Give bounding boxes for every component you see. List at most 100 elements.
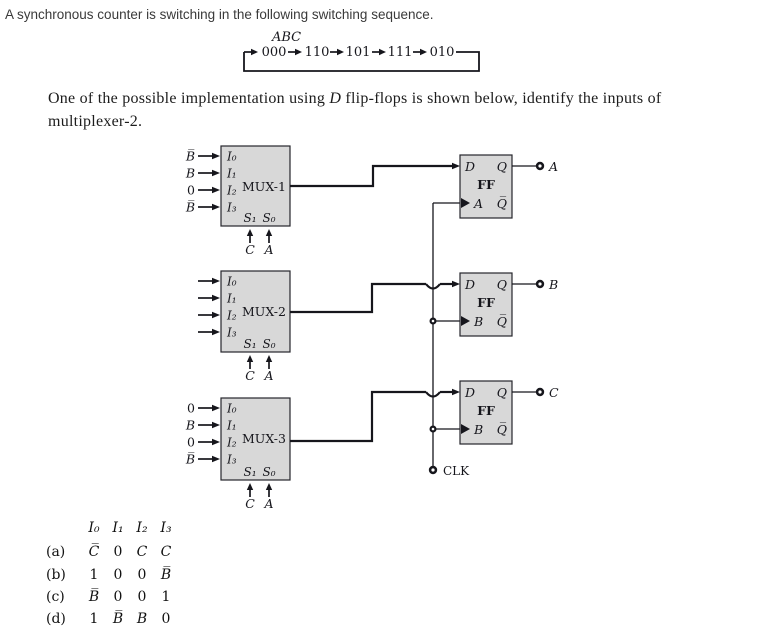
output-terminal-dot-center <box>538 390 542 394</box>
mux-pin-label-i3: I₃ <box>226 326 237 340</box>
input-arrowhead <box>212 277 220 285</box>
input-arrowhead <box>212 328 220 336</box>
mux-2-output-wire <box>290 282 426 314</box>
sequence-state: 111 <box>388 45 413 60</box>
mux-select-label-s0: S₀ <box>262 337 275 351</box>
mux-select-label-s1: S₁ <box>243 211 256 225</box>
sequence-state: 101 <box>346 45 371 60</box>
junction-dot-center <box>431 319 435 323</box>
select-arrowhead <box>246 483 254 490</box>
mux-pin-label-i2: I₂ <box>226 436 237 450</box>
select-arrowhead <box>246 355 254 362</box>
ff-name: FF <box>477 177 495 192</box>
option-value: B̅ <box>160 567 172 583</box>
ff-qbar-label: Q̅ <box>497 314 507 329</box>
mux-1-input-source-1: B <box>185 166 195 181</box>
mux-1-output-wire <box>290 164 452 188</box>
mux-3-box <box>220 397 291 481</box>
mux-pin-label-i0: I₀ <box>226 402 237 416</box>
mux-1: B̅ B 0 B̅ I₀ I₁ I₂ I₃ MUX-1 S₁ S₀ C A <box>185 145 460 257</box>
mux-1-select-source-a: A <box>263 242 273 257</box>
ff-d-label: D <box>464 159 475 174</box>
clk-terminal-dot-center <box>431 468 435 472</box>
select-arrowhead <box>265 355 273 362</box>
option-value: 0 <box>137 589 147 605</box>
mux-pin-label-i0: I₀ <box>226 150 237 164</box>
option-value: 0 <box>113 567 123 583</box>
clock-triangle-icon <box>461 198 470 208</box>
output-c-label: C <box>549 385 559 400</box>
sequence-arrowhead <box>420 48 427 56</box>
mux-1-select-source-c: C <box>245 242 255 257</box>
mux-2-box <box>220 270 291 353</box>
state-sequence-diagram: ABC 000 110 101 111 010 <box>243 30 480 72</box>
input-arrowhead <box>212 169 220 177</box>
option-row-d[interactable]: (d) 1 B̅ B 0 <box>46 611 178 628</box>
input-arrowhead <box>212 404 220 412</box>
clock-triangle-icon <box>461 424 470 434</box>
flipflop-c-box <box>459 380 513 445</box>
output-b-label: B <box>548 277 558 292</box>
input-arrowhead <box>212 152 220 160</box>
d-input-arrowhead <box>452 280 460 288</box>
output-terminal-dot-center <box>538 164 542 168</box>
sequence-arrowhead <box>251 48 258 56</box>
mux-3-select-source-a: A <box>263 496 273 511</box>
mux-pin-label-i2: I₂ <box>226 309 237 323</box>
sequence-arrowhead <box>379 48 386 56</box>
option-value: B̅ <box>112 611 124 627</box>
flipflop-a-box <box>459 154 513 219</box>
mux-2-select-source-a: A <box>263 368 273 383</box>
input-arrowhead <box>212 311 220 319</box>
option-value: C̅ <box>88 544 100 560</box>
option-value: C <box>136 544 148 560</box>
d-input-arrowhead <box>452 388 460 396</box>
mux-pin-label-i1: I₁ <box>226 419 237 433</box>
d-input-arrowhead <box>452 162 460 170</box>
sequence-arrowhead <box>295 48 302 56</box>
question-text: A synchronous counter is switching in th… <box>5 7 434 22</box>
option-value: C <box>160 544 172 560</box>
option-value: 0 <box>161 611 171 627</box>
option-value: B <box>136 611 148 627</box>
question-paragraph-line1: One of the possible implementation using… <box>48 90 661 108</box>
ff-qbar-label: Q̅ <box>497 196 507 211</box>
sequence-loop-wire <box>243 51 480 72</box>
mux-3-name: MUX-3 <box>242 431 286 446</box>
option-value: 0 <box>113 544 123 560</box>
input-arrowhead <box>212 186 220 194</box>
select-arrowhead <box>246 229 254 236</box>
flipflop-c: D Q FF B Q̅ C <box>459 380 559 445</box>
ff-c-clock-label: B <box>473 422 483 437</box>
paragraph-text: One of the possible implementation using <box>48 90 330 107</box>
ff-qbar-label: Q̅ <box>497 422 507 437</box>
select-arrowhead <box>265 229 273 236</box>
sequence-state: 000 <box>262 45 287 60</box>
option-value: 1 <box>89 567 99 583</box>
mux-pin-label-i3: I₃ <box>226 453 237 467</box>
option-value: 1 <box>161 589 171 605</box>
option-label: (c) <box>46 589 65 605</box>
flipflop-b-box <box>459 272 513 337</box>
paragraph-text-cont: flip-flops is shown below, identify the … <box>341 90 662 107</box>
mux-select-label-s1: S₁ <box>243 337 256 351</box>
ff-name: FF <box>477 403 495 418</box>
option-row-a[interactable]: (a) C̅ 0 C C <box>46 544 178 561</box>
mux-3-select-source-c: C <box>245 496 255 511</box>
option-row-c[interactable]: (c) B̅ 0 0 1 <box>46 589 178 606</box>
mux-3-output-wire <box>290 390 426 443</box>
option-label: (b) <box>46 567 66 583</box>
option-label: (d) <box>46 611 66 627</box>
output-terminal-dot-center <box>538 282 542 286</box>
mux-select-label-s0: S₀ <box>262 465 275 479</box>
mux-2-name: MUX-2 <box>242 304 286 319</box>
option-row-b[interactable]: (b) 1 0 0 B̅ <box>46 567 178 584</box>
mux-select-label-s0: S₀ <box>262 211 275 225</box>
mux-pin-label-i1: I₁ <box>226 292 237 306</box>
sequence-state: 110 <box>305 45 330 60</box>
option-value: 1 <box>89 611 99 627</box>
mux-select-label-s1: S₁ <box>243 465 256 479</box>
sequence-state: 010 <box>430 45 455 60</box>
